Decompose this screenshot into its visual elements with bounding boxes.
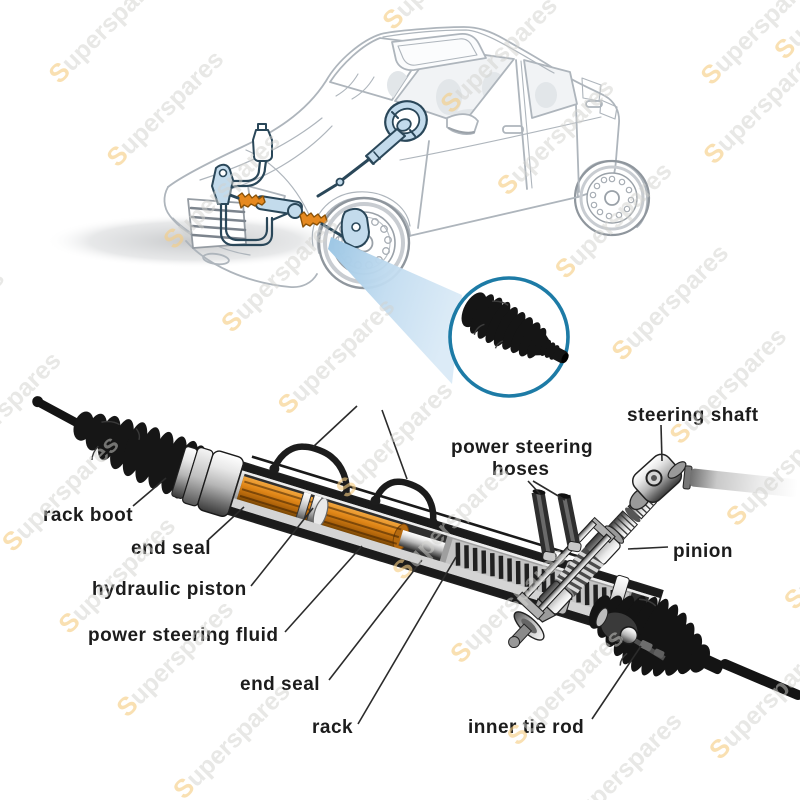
svg-text:Superspares: Superspares xyxy=(703,636,800,765)
svg-text:Superspares: Superspares xyxy=(778,486,800,615)
svg-text:Superspares: Superspares xyxy=(605,237,734,366)
svg-text:Superspares: Superspares xyxy=(0,263,10,392)
svg-text:Superspares: Superspares xyxy=(110,594,239,723)
svg-text:Superspares: Superspares xyxy=(0,428,125,557)
svg-text:Superspares: Superspares xyxy=(0,0,115,7)
svg-text:end seal: end seal xyxy=(240,674,320,695)
svg-text:power steering fluid: power steering fluid xyxy=(88,625,279,646)
svg-text:steering shaft: steering shaft xyxy=(627,405,759,426)
svg-text:Superspares: Superspares xyxy=(663,321,792,450)
svg-text:Superspares: Superspares xyxy=(52,510,181,639)
svg-text:inner tie rod: inner tie rod xyxy=(468,717,584,738)
svg-text:hoses: hoses xyxy=(492,459,549,480)
svg-text:hydraulic piston: hydraulic piston xyxy=(92,579,247,600)
svg-text:Superspares: Superspares xyxy=(100,44,229,173)
svg-text:end seal: end seal xyxy=(131,538,211,559)
svg-text:Superspares: Superspares xyxy=(167,676,296,800)
svg-text:rack: rack xyxy=(312,717,353,738)
svg-text:power steering: power steering xyxy=(451,437,593,458)
svg-text:rack boot: rack boot xyxy=(43,505,133,526)
svg-text:pinion: pinion xyxy=(673,541,733,562)
svg-text:Superspares: Superspares xyxy=(42,0,171,89)
svg-text:Superspares: Superspares xyxy=(272,291,401,420)
